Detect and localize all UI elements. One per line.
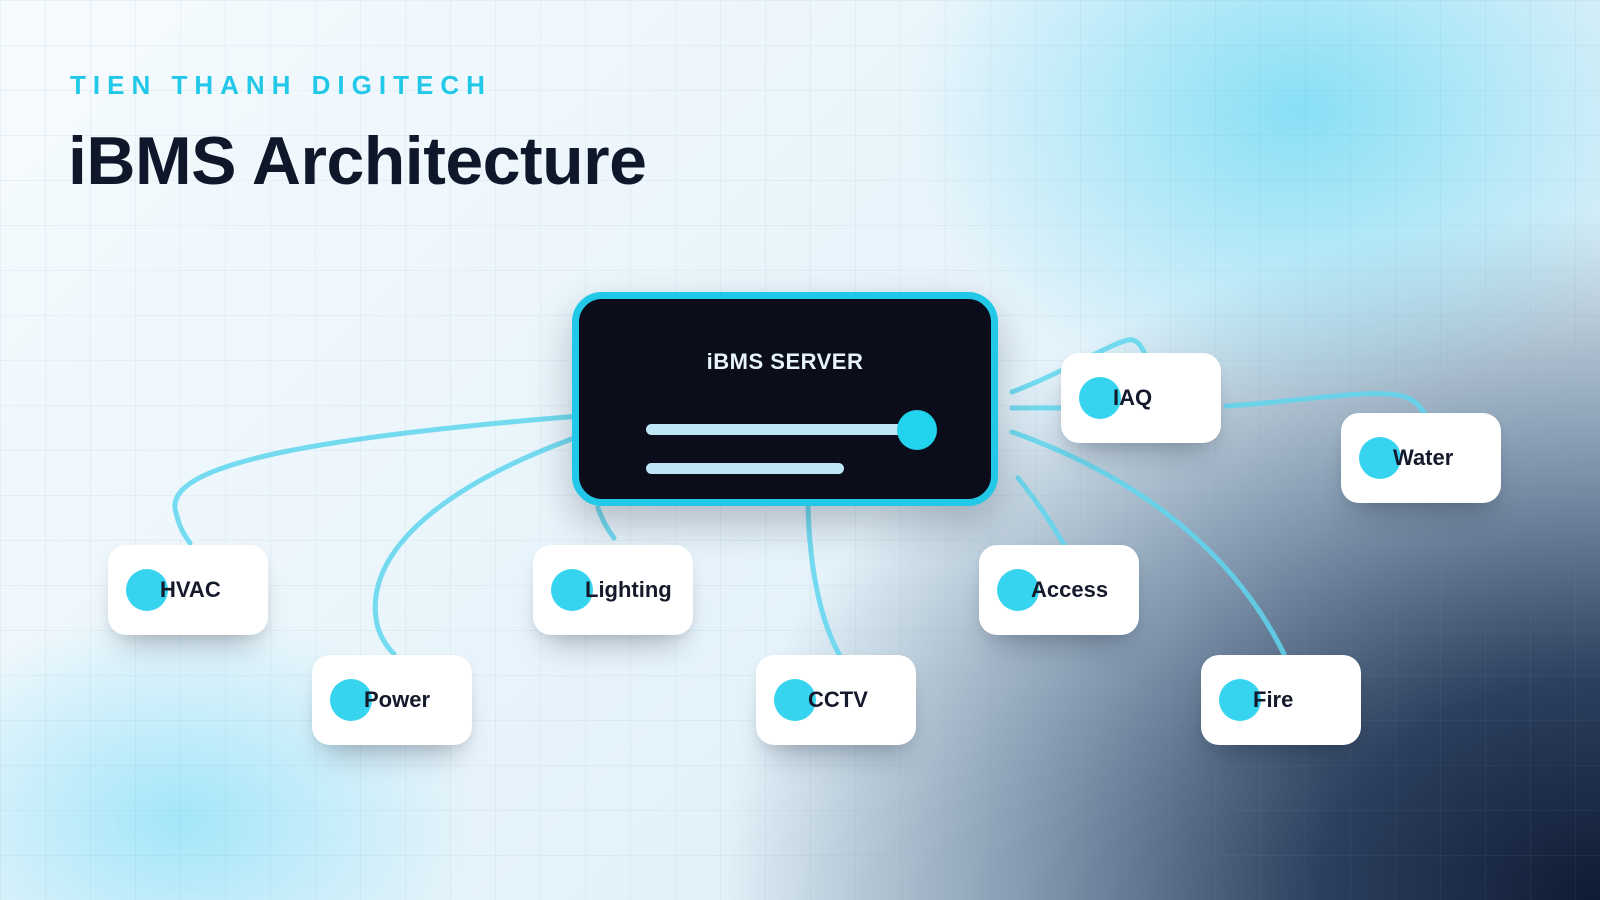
link-cctv <box>805 505 843 659</box>
node-water[interactable]: Water <box>1341 413 1501 503</box>
node-label-hvac: HVAC <box>160 577 221 602</box>
server-progress-bar <box>646 424 936 435</box>
node-dot-icon <box>1219 679 1261 721</box>
node-iaq[interactable]: IAQ <box>1061 353 1221 443</box>
node-dot-icon <box>997 569 1039 611</box>
node-hvac[interactable]: HVAC <box>108 545 268 635</box>
node-label-iaq: IAQ <box>1113 385 1153 410</box>
node-label-lighting: Lighting <box>585 577 672 602</box>
node-fire[interactable]: Fire <box>1201 655 1361 745</box>
node-label-power: Power <box>364 687 431 712</box>
link-lighting <box>595 505 617 541</box>
node-dot-icon <box>774 679 816 721</box>
node-label-access: Access <box>1031 577 1109 602</box>
link-hvac <box>172 413 583 546</box>
node-label-water: Water <box>1393 445 1454 470</box>
link-access <box>1015 475 1067 548</box>
server-title: iBMS SERVER <box>706 349 864 374</box>
server-secondary-bar <box>646 463 844 474</box>
link-power <box>372 433 583 657</box>
node-access[interactable]: Access <box>979 545 1139 635</box>
ibms-server-card[interactable]: iBMS SERVER <box>572 292 998 506</box>
page-title: iBMS Architecture <box>68 123 647 199</box>
node-dot-icon <box>1079 377 1121 419</box>
node-lighting[interactable]: Lighting <box>533 545 693 635</box>
node-dot-icon <box>330 679 372 721</box>
link-water <box>1223 391 1429 419</box>
node-dot-icon <box>1359 437 1401 479</box>
node-label-fire: Fire <box>1253 687 1294 712</box>
node-power[interactable]: Power <box>312 655 472 745</box>
server-slider-knob[interactable] <box>897 410 937 450</box>
node-cctv[interactable]: CCTV <box>756 655 916 745</box>
node-label-cctv: CCTV <box>808 687 868 712</box>
link-iaq <box>1009 337 1149 395</box>
link-fire <box>1009 429 1287 657</box>
brand-name: TIEN THANH DIGITECH <box>70 70 492 100</box>
node-dot-icon <box>551 569 593 611</box>
node-dot-icon <box>126 569 168 611</box>
